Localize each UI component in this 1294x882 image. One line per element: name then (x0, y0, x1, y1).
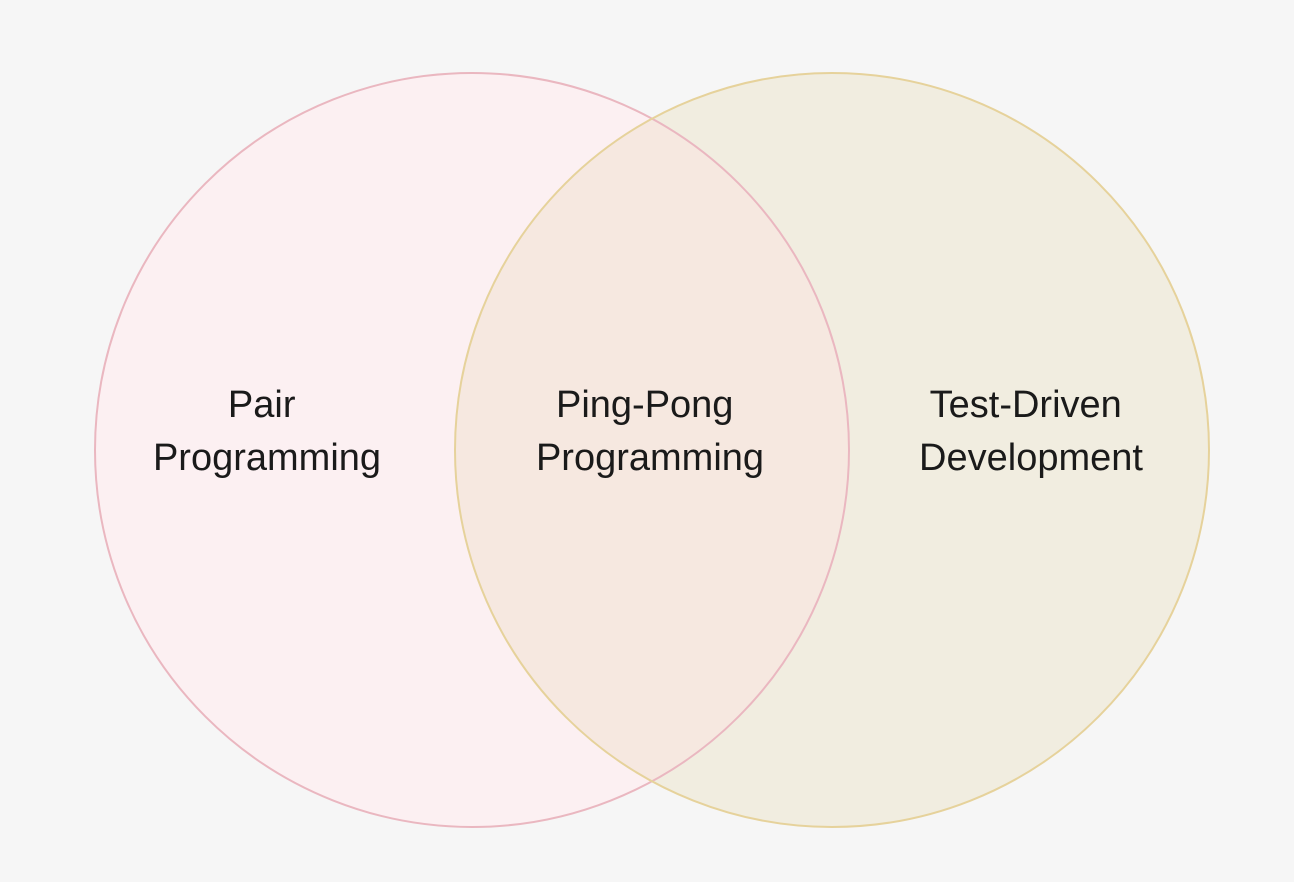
intersection-region (455, 73, 849, 827)
right-set-label-line-1: Test-Driven (930, 384, 1122, 426)
intersection-label: Ping-Pong Programming (536, 384, 764, 479)
right-set-label: Test-Driven Development (919, 384, 1143, 479)
intersection-label-line-2: Programming (536, 437, 764, 479)
left-set-label-line-2: Programming (153, 437, 381, 479)
right-circle-outline (454, 72, 1210, 828)
intersection-label-line-1: Ping-Pong (556, 384, 733, 426)
left-set-label: Pair Programming (153, 384, 381, 479)
left-set-label-line-1: Pair (228, 384, 296, 426)
left-circle-outline (94, 72, 850, 828)
right-set-label-line-2: Development (919, 437, 1143, 479)
